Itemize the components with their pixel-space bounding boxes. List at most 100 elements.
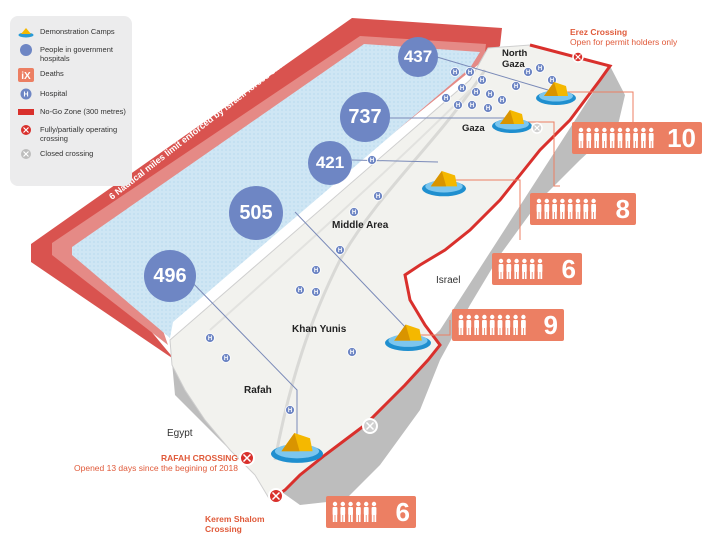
- svg-text:H: H: [514, 84, 518, 90]
- erez-crossing-name: Erez Crossing: [570, 27, 628, 37]
- person-icon: [506, 258, 512, 279]
- person-icon: [498, 258, 504, 279]
- deaths-badge: iX: [21, 71, 31, 82]
- svg-text:H: H: [352, 210, 356, 216]
- hospital-count-gaza-east: 421: [308, 141, 352, 185]
- svg-text:H: H: [288, 408, 292, 414]
- hospital-badge: H: [23, 92, 28, 99]
- no-go-zone-border: [269, 43, 613, 502]
- rafah-crossing-icon: [239, 450, 255, 466]
- person-icon: [521, 314, 526, 335]
- svg-text:H: H: [470, 103, 474, 109]
- svg-text:H: H: [314, 268, 318, 274]
- main-road: [273, 69, 487, 461]
- person-icon: [552, 198, 557, 219]
- coastal-road: [209, 89, 471, 331]
- legend-label: Deaths: [40, 69, 64, 78]
- person-icon: [537, 258, 543, 279]
- hospital-icon: H: [335, 245, 345, 255]
- svg-text:H: H: [376, 194, 380, 200]
- svg-text:H: H: [500, 98, 504, 104]
- person-icon: [583, 198, 589, 219]
- svg-text:H: H: [338, 248, 342, 254]
- legend-item-deaths: iX Deaths: [10, 66, 132, 86]
- person-icon: [505, 314, 511, 335]
- camp-icon: [385, 324, 431, 351]
- deaths-box-khan-yunis: 9: [452, 309, 564, 341]
- person-icon: [522, 258, 527, 279]
- crossing-markers: [239, 51, 584, 504]
- hospital-icon: H: [457, 83, 467, 93]
- place-khan-yunis: Khan Yunis: [292, 324, 347, 335]
- hospital-icon: H: [523, 67, 533, 77]
- svg-text:H: H: [550, 78, 554, 84]
- erez-crossing-note: Open for permit holders only: [570, 37, 678, 47]
- person-icon: [575, 198, 581, 219]
- person-icon: [594, 127, 599, 148]
- people-icon: [332, 501, 377, 522]
- person-icon: [371, 501, 377, 522]
- camp-icon: [422, 171, 466, 197]
- person-icon: [560, 198, 565, 219]
- place-gaza: Gaza: [462, 123, 485, 134]
- rafah-crossing-label: RAFAH CROSSING Opened 13 days since the …: [58, 453, 238, 473]
- deaths-count: 10: [667, 123, 696, 153]
- hospital-icon: H: [349, 207, 359, 217]
- svg-text:H: H: [208, 336, 212, 342]
- hospital-icon: H: [450, 67, 460, 77]
- deaths-box-rafah: 6: [326, 496, 416, 528]
- legend-item-closed: Closed crossing: [10, 146, 132, 164]
- hospital-icon: H: [221, 353, 231, 363]
- person-icon: [536, 198, 542, 219]
- legend-label: Closed crossing: [40, 149, 94, 158]
- camp-icon: [492, 110, 532, 133]
- svg-text:H: H: [474, 90, 478, 96]
- hospital-icon: H: [471, 87, 481, 97]
- deaths-count: 8: [615, 194, 630, 224]
- hospital-icon: H: [483, 103, 493, 113]
- legend-item-operating: Fully/partially operating crossing: [10, 122, 132, 146]
- hospital-icon: H: [485, 89, 495, 99]
- svg-text:H: H: [456, 103, 460, 109]
- svg-text:H: H: [488, 92, 492, 98]
- person-icon: [529, 258, 535, 279]
- deaths-box-gaza-east: 8: [530, 193, 636, 225]
- hospital-people-icon: [20, 44, 32, 56]
- camp-icon: [271, 433, 323, 463]
- legend: Demonstration Camps People in government…: [10, 16, 132, 186]
- svg-text:H: H: [486, 106, 490, 112]
- camp-icon: [536, 82, 576, 105]
- person-icon: [458, 314, 464, 335]
- hospital-count-khan-yunis: 496: [144, 250, 196, 302]
- person-icon: [567, 198, 573, 219]
- svg-text:H: H: [526, 70, 530, 76]
- deaths-count: 9: [543, 310, 558, 340]
- legend-label: Hospital: [40, 89, 68, 98]
- svg-text:H: H: [314, 290, 318, 296]
- place-egypt: Egypt: [167, 428, 193, 439]
- legend-item-hospital: H Hospital: [10, 86, 132, 104]
- camp-markers: [271, 82, 576, 463]
- deaths-icon: iX: [18, 68, 34, 82]
- hospital-icon: H: [465, 67, 475, 77]
- erez-crossing-icon: [572, 51, 584, 63]
- person-icon: [617, 127, 623, 148]
- people-icon: [498, 258, 543, 279]
- person-icon: [474, 314, 479, 335]
- svg-text:H: H: [298, 288, 302, 294]
- hospital-count-north-gaza: 437: [398, 37, 438, 77]
- deaths-count: 6: [561, 254, 576, 284]
- person-icon: [578, 127, 584, 148]
- svg-text:H: H: [444, 96, 448, 102]
- person-icon: [340, 501, 346, 522]
- legend-item-no-go: No-Go Zone (300 metres): [10, 104, 132, 122]
- hospital-icon: H: [205, 333, 215, 343]
- person-icon: [489, 314, 495, 335]
- kerem-shalom-crossing-label: Kerem Shalom Crossing: [205, 514, 265, 534]
- person-icon: [363, 501, 369, 522]
- hospital-icon: H: [441, 93, 451, 103]
- person-icon: [648, 127, 654, 148]
- hospital-icon: H: [477, 75, 487, 85]
- legend-label: No-Go Zone (300 metres): [40, 107, 126, 116]
